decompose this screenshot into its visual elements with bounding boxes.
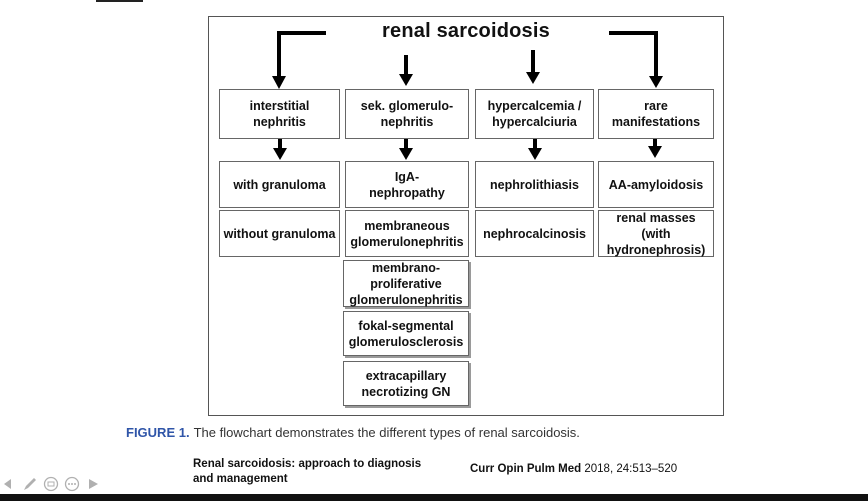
box-sek-glomerulonephritis: sek. glomerulo- nephritis [345, 89, 469, 139]
more-icon[interactable] [63, 475, 81, 493]
comment-icon[interactable] [42, 475, 60, 493]
arrow-left-icon[interactable] [0, 475, 18, 493]
figure-caption: FIGURE 1.The flowchart demonstrates the … [126, 425, 580, 440]
journal-name: Curr Opin Pulm Med [470, 463, 582, 475]
box-aa-amyloidosis: AA-amyloidosis [598, 161, 714, 208]
arrowhead [399, 74, 413, 86]
arrowhead [528, 148, 542, 160]
box-fokal-segmental-glomerulosclerosis: fokal-segmental glomerulosclerosis [343, 311, 469, 356]
arrowhead [399, 148, 413, 160]
viewer-toolbar [0, 474, 102, 494]
box-extracapillary-necrotizing-gn: extracapillary necrotizing GN [343, 361, 469, 406]
figure-caption-text: The flowchart demonstrates the different… [193, 425, 580, 440]
box-with-granuloma: with granuloma [219, 161, 340, 208]
arrow-right-icon[interactable] [84, 475, 102, 493]
box-hypercalcemia: hypercalcemia / hypercalciuria [475, 89, 594, 139]
box-interstitial-nephritis: interstitial nephritis [219, 89, 340, 139]
article-title: Renal sarcoidosis: approach to diagnosis… [193, 458, 422, 485]
box-rare-manifestations: rare manifestations [598, 89, 714, 139]
arrowhead [649, 76, 663, 88]
connector-left [277, 31, 326, 78]
flowchart-title: renal sarcoidosis [382, 20, 550, 42]
box-membraneous-glomerulonephritis: membraneous glomerulonephritis [345, 210, 469, 257]
arrowhead [648, 146, 662, 158]
box-nephrolithiasis: nephrolithiasis [475, 161, 594, 208]
journal-details: 2018, 24:513–520 [584, 463, 678, 475]
top-rule [96, 0, 143, 2]
arrowhead [526, 72, 540, 84]
connector-right [609, 31, 658, 78]
arrowhead [273, 148, 287, 160]
figure-label: FIGURE 1. [126, 425, 190, 440]
pen-icon[interactable] [21, 475, 39, 493]
arrowhead [272, 76, 286, 89]
journal-citation: Curr Opin Pulm Med 2018, 24:513–520 [470, 463, 677, 475]
box-membranoproliferative-glomerulonephritis: membrano- proliferative glomerulonephrit… [343, 260, 469, 307]
box-without-granuloma: without granuloma [219, 210, 340, 257]
bottom-bar [0, 494, 868, 501]
box-iga-nephropathy: IgA- nephropathy [345, 161, 469, 208]
box-nephrocalcinosis: nephrocalcinosis [475, 210, 594, 257]
box-renal-masses: renal masses (with hydronephrosis) [598, 210, 714, 257]
